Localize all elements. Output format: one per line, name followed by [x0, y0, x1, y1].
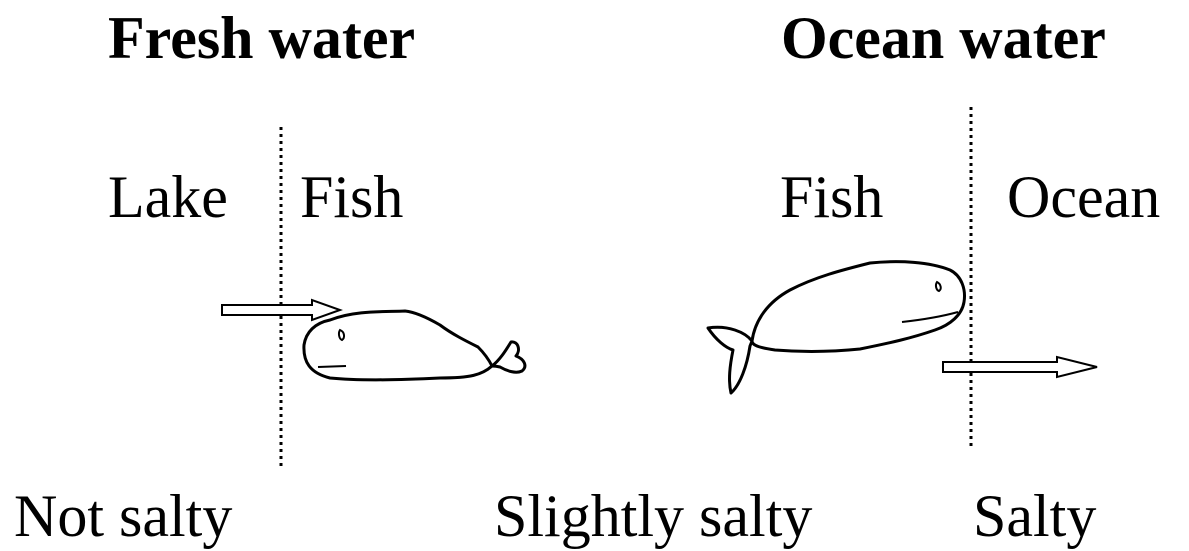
- whale-icon: [708, 262, 964, 393]
- arrow-right-icon: [943, 357, 1097, 377]
- not-salty-label: Not salty: [14, 481, 232, 551]
- slightly-salty-label: Slightly salty: [494, 481, 812, 551]
- whale-icon: [304, 311, 525, 380]
- salty-label: Salty: [973, 481, 1096, 551]
